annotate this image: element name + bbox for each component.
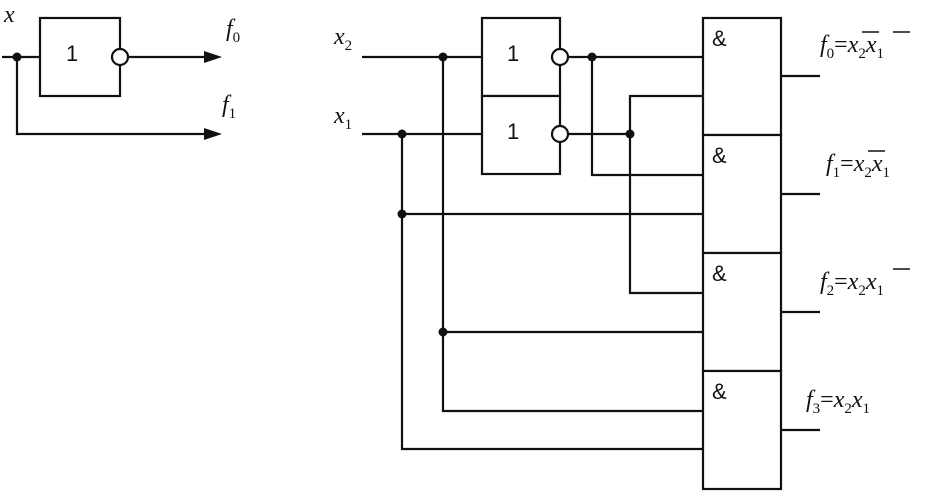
left-not-gate	[38, 16, 122, 98]
and-gate-2-symbol: &	[712, 261, 727, 286]
not-gate-x1-symbol: 1	[507, 119, 519, 144]
left-not-gate-symbol: 1	[66, 41, 78, 66]
input-x2-label: x2	[333, 24, 352, 54]
and-gate-3-symbol: &	[712, 379, 727, 404]
not-x1-to-and0-and2	[628, 94, 703, 295]
not-gate-x2	[480, 16, 562, 98]
left-out1-label: f1	[222, 92, 236, 122]
junction-x1-top	[397, 129, 407, 139]
junction-x2-top	[438, 52, 448, 62]
not-x1-bubble	[550, 124, 570, 144]
left-out1-arrow	[204, 128, 222, 140]
left-out0-arrow	[204, 51, 222, 63]
x1-vertical-bus	[400, 134, 703, 451]
output-f3-label: f3=x2x1	[806, 387, 870, 417]
junction-x2-and2	[438, 327, 448, 337]
output-f0-label: f0=x2x1	[820, 32, 884, 62]
left-circuit: x 1 f0 f1	[2, 2, 240, 140]
and-gate-1-symbol: &	[712, 143, 727, 168]
junction-not-x1	[625, 129, 635, 139]
left-input-label: x	[3, 2, 15, 28]
output-f1-label: f1=x2x1	[826, 151, 890, 181]
and-gate-0-symbol: &	[712, 26, 727, 51]
left-out1-wire	[15, 57, 208, 136]
and-gate-0	[701, 16, 783, 137]
left-out0-label: f0	[226, 16, 240, 46]
not-x2-bubble	[550, 47, 570, 67]
and-gate-3	[701, 369, 783, 491]
x2-vertical-bus	[441, 57, 703, 413]
output-f2-label: f2=x2x1	[820, 269, 884, 299]
right-circuit: x2 x1 1 1 & & &	[333, 16, 910, 491]
not-x2-to-and1	[590, 57, 703, 177]
junction-x1-and1	[397, 209, 407, 219]
input-x1-label: x1	[333, 103, 352, 133]
left-not-bubble	[110, 47, 130, 67]
junction-not-x2	[587, 52, 597, 62]
not-gate-x2-symbol: 1	[507, 41, 519, 66]
not-gate-x1	[480, 94, 562, 176]
